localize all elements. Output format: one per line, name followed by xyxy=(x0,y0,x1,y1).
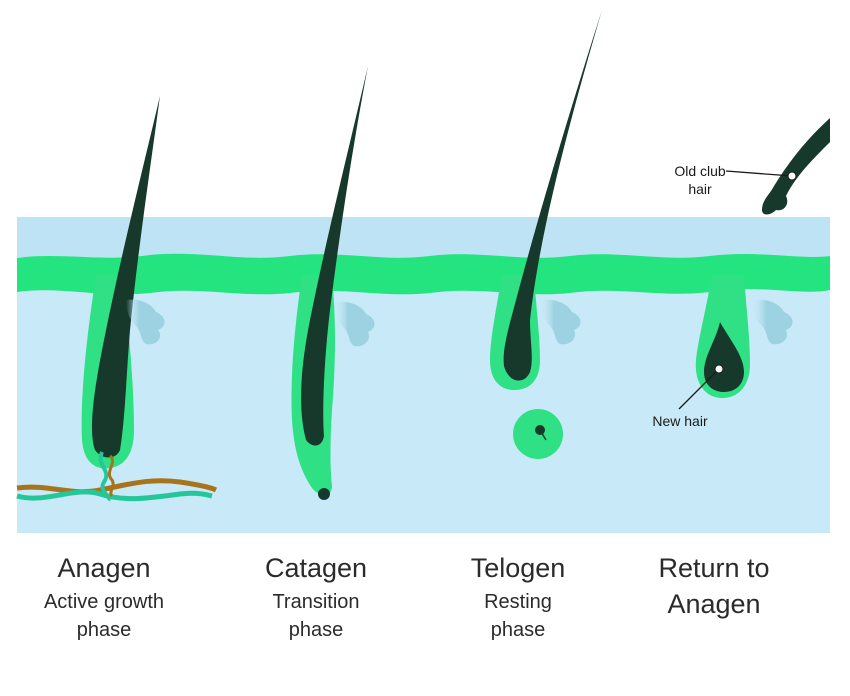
catagen-hair-shaft xyxy=(301,66,368,446)
blood-vessel-teal xyxy=(16,489,213,502)
old-club-hair-leader xyxy=(725,170,793,177)
catagen-dermal-papilla xyxy=(318,488,330,500)
phase-telogen-title: Telogen xyxy=(470,553,566,583)
anagen-follicle xyxy=(16,96,218,502)
new-hair-leader xyxy=(678,368,720,410)
old-club-hair-label: Old club hair xyxy=(660,162,740,198)
telogen-germ-tail xyxy=(539,429,547,441)
telogen-sebaceous-gland xyxy=(540,299,581,345)
phase-catagen-subtitle-1: Transition xyxy=(272,591,360,613)
anagen-bulb-vessel-loop xyxy=(98,451,111,502)
phase-catagen: Catagen Transition phase xyxy=(206,552,426,644)
phase-return-to-anagen: Return to Anagen xyxy=(604,552,824,620)
phase-return-title-2: Anagen xyxy=(667,589,761,619)
old-club-hair-label-line1: Old club xyxy=(674,163,726,179)
skin-surface xyxy=(17,217,830,257)
blood-vessel-brown xyxy=(16,478,218,495)
phase-catagen-title: Catagen xyxy=(264,553,368,583)
anagen-hair-shaft xyxy=(91,96,160,458)
telogen-hair-shaft xyxy=(503,10,602,381)
return-sebaceous-gland xyxy=(752,299,793,345)
new-hair-label-text: New hair xyxy=(652,413,708,429)
new-hair-label: New hair xyxy=(640,412,720,430)
old-club-hair xyxy=(762,118,830,215)
return-anagen-follicle xyxy=(678,118,830,410)
phase-telogen: Telogen Resting phase xyxy=(408,552,628,644)
telogen-follicle xyxy=(490,10,602,459)
catagen-follicle xyxy=(291,66,375,500)
phase-telogen-subtitle-2: phase xyxy=(490,619,546,641)
epidermis-band xyxy=(17,253,830,295)
phase-telogen-subtitle-1: Resting xyxy=(484,591,552,613)
old-club-hair-dot xyxy=(787,171,797,181)
phase-anagen-title: Anagen xyxy=(57,553,151,583)
old-club-hair-label-line2: hair xyxy=(688,181,712,197)
phase-return-title-1: Return to xyxy=(658,553,770,583)
catagen-sebaceous-gland xyxy=(334,301,375,347)
new-hair-dot xyxy=(714,364,724,374)
phase-anagen-subtitle-1: Active growth xyxy=(43,591,165,613)
phase-catagen-subtitle-2: phase xyxy=(288,619,344,641)
phase-anagen: Anagen Active growth phase xyxy=(0,552,214,644)
anagen-bulb-vessel-loop-2 xyxy=(107,454,115,498)
phase-anagen-subtitle-2: phase xyxy=(76,619,132,641)
anagen-sebaceous-gland xyxy=(126,299,165,345)
